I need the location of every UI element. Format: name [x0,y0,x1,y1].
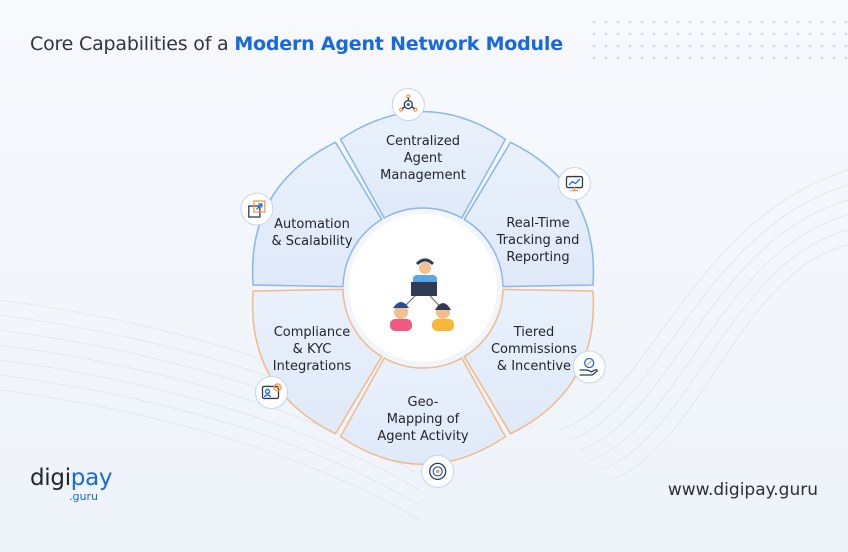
gear-network-icon [391,88,425,122]
capability-petal-2 [463,141,595,288]
capability-petal-4 [339,357,507,466]
agent-team-icon [390,258,454,331]
digipay-logo: digipay [30,465,113,491]
capability-petal-5 [251,288,383,435]
segment-label-automation-scalability: Automation& Scalability [271,217,353,249]
capability-petal-3 [463,288,595,435]
capability-petal-1 [339,110,507,219]
website-url: www.digipay.guru [667,480,818,500]
location-pin-icon [421,454,455,488]
digipay-logo-sub: .guru [69,490,98,503]
id-card-check-icon [255,375,289,409]
page-title: Core Capabilities of a Modern Agent Netw… [30,33,563,55]
scale-expand-icon [240,192,274,226]
monitor-chart-icon [557,167,591,201]
hand-percent-icon [572,350,606,384]
capability-petal-6 [251,141,383,288]
dot-grid-decoration [588,16,848,60]
